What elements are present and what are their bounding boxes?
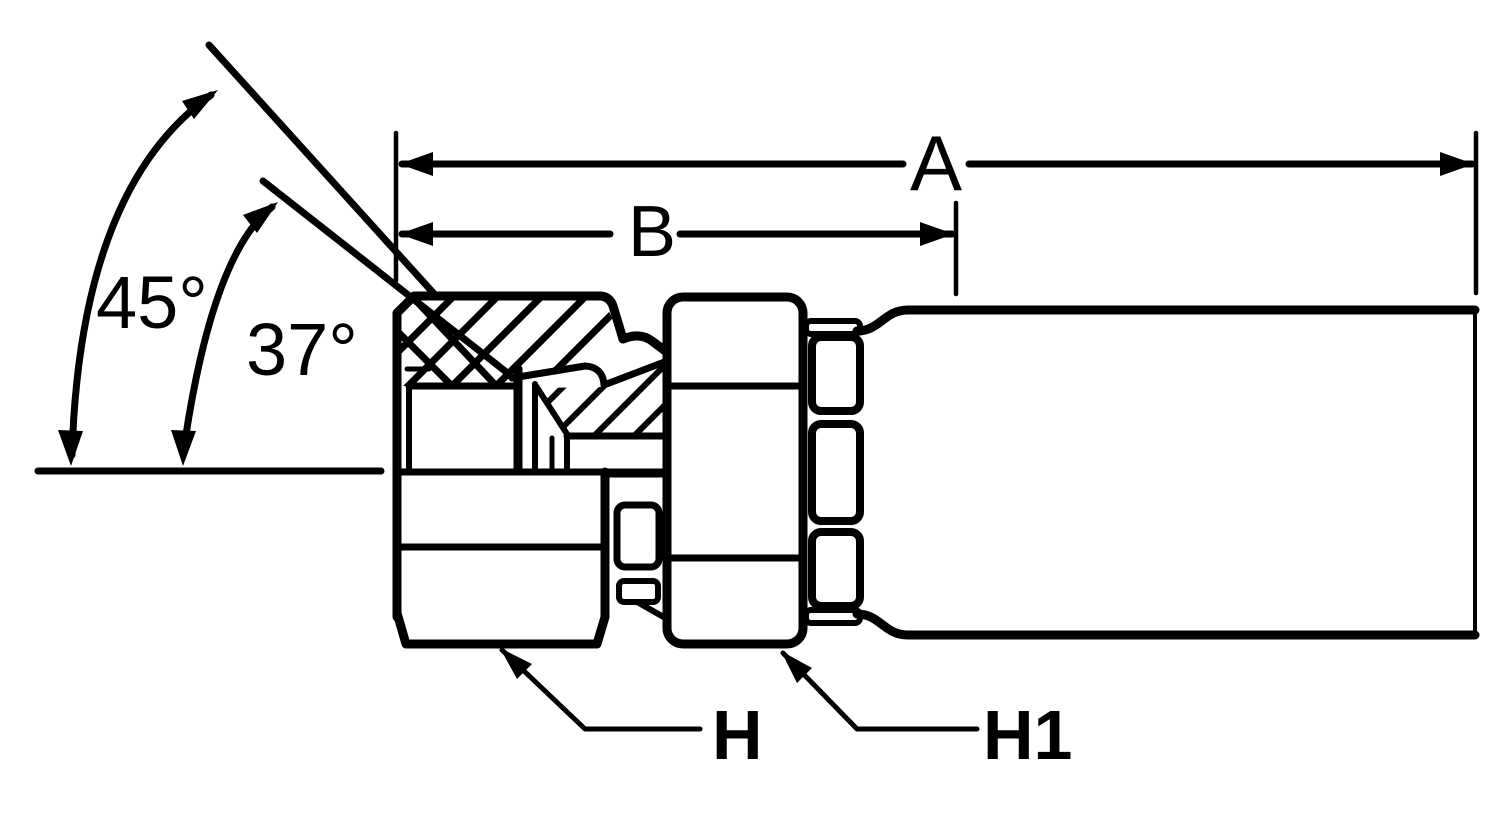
nipple-inner-chamfer (533, 383, 570, 437)
leader-h: H (499, 647, 763, 774)
dimension-b: B (398, 192, 959, 297)
arrowhead-45-top (182, 90, 218, 119)
collar-ring-1 (808, 333, 864, 415)
leader-line-h1 (780, 650, 980, 732)
crimp-collar (803, 318, 864, 626)
stem-exterior-detail (600, 472, 670, 622)
seat-line-45 (205, 41, 441, 301)
angle-arc-45 (68, 91, 215, 459)
dimension-a: A (393, 119, 1479, 296)
arrowhead-b-right (920, 222, 954, 246)
arrowhead-37-top (243, 202, 278, 233)
leader-h1: H1 (780, 650, 1072, 774)
hose (852, 305, 1480, 640)
label-angle-45: 45° (96, 261, 208, 344)
nut-outline-bottom (392, 467, 610, 649)
seat-line-37 (259, 177, 509, 375)
hose-bottom-edge (852, 609, 1480, 640)
collar-edge-top (803, 318, 863, 337)
arrowhead-b-left (399, 222, 433, 246)
hex-body (662, 292, 808, 649)
collar-ring-3 (808, 528, 864, 610)
angle-dimensions: 45° 37° (34, 41, 509, 475)
arrowhead-h1 (781, 651, 812, 683)
label-dimension-h1: H1 (983, 696, 1072, 774)
nut-outline-top (392, 291, 628, 622)
label-angle-37: 37° (246, 308, 358, 391)
arrowhead-a-right (1440, 152, 1474, 176)
nipple-od-slope (600, 357, 671, 389)
arrowhead-45-bottom (58, 430, 83, 466)
nipple-section-hatch (537, 362, 667, 436)
swivel-nut (392, 291, 673, 649)
label-dimension-h: H (712, 696, 763, 774)
arrowhead-a-left (399, 152, 433, 176)
collar-edge-bottom (803, 607, 863, 626)
hose-top-edge (852, 305, 1480, 336)
label-dimension-b: B (628, 192, 676, 272)
hex-silhouette (662, 292, 808, 649)
label-dimension-a: A (910, 119, 962, 207)
leader-line-h (499, 647, 703, 732)
collar-ring-2 (808, 420, 864, 525)
flare-seat-surface (508, 362, 608, 389)
nipple-stem (508, 357, 671, 473)
nut-nose-slope (618, 331, 673, 358)
arrowhead-37-bottom (171, 430, 196, 466)
arrowhead-h (500, 648, 532, 679)
